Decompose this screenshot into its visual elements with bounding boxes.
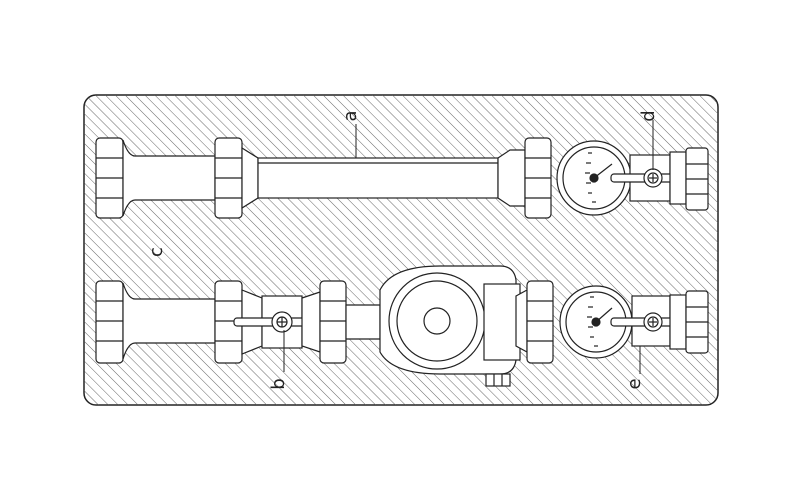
lower-end-nut — [669, 290, 709, 354]
upper-thermometer-gauge — [556, 140, 632, 216]
lower-pipe-line — [95, 265, 709, 387]
upper-left-nut — [95, 137, 124, 219]
lower-left-nut — [95, 280, 124, 364]
upper-end-nut — [669, 147, 709, 211]
upper-middle-nut — [214, 137, 243, 219]
lower-thermometer-gauge — [559, 285, 633, 359]
lower-right-ball-valve — [610, 295, 680, 347]
label-d: d — [638, 110, 659, 121]
callout-labels: a d c b e — [146, 110, 659, 389]
upper-pipe-line — [95, 137, 709, 219]
label-b: b — [268, 378, 289, 389]
label-a: a — [340, 110, 361, 121]
leader-lines — [283, 120, 654, 374]
lower-ball-valve — [233, 295, 327, 349]
circulation-pump — [379, 265, 521, 387]
pump-inlet-nut — [319, 280, 347, 364]
lower-middle-nut — [214, 280, 243, 364]
upper-right-nut — [524, 137, 552, 219]
upper-ball-valve — [610, 154, 680, 202]
pump-outlet-nut — [526, 280, 554, 364]
label-c: c — [146, 247, 167, 257]
upper-straight-pipe — [257, 157, 499, 199]
label-e: e — [624, 378, 645, 389]
